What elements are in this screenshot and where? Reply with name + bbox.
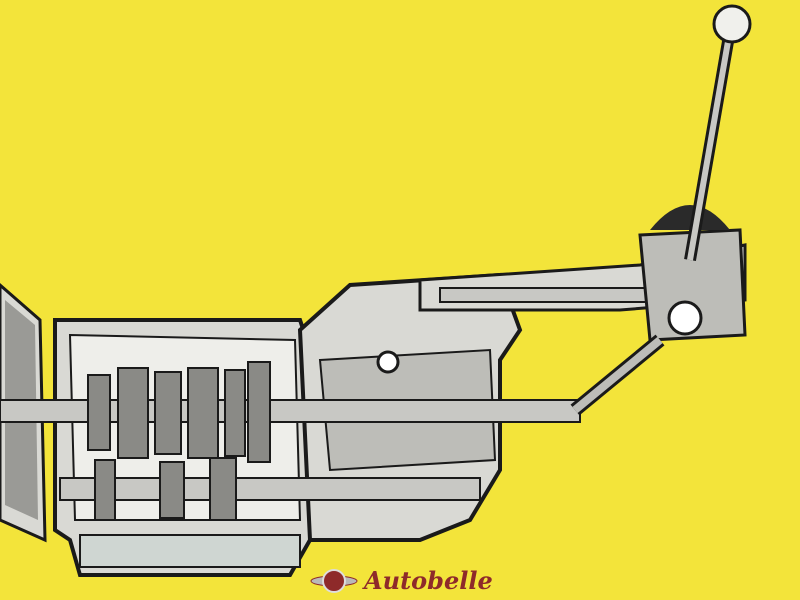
watermark-logo: Autobelle: [310, 566, 493, 595]
gear-knob: [712, 4, 752, 44]
gear-cluster: [87, 361, 271, 521]
bearing: [376, 350, 400, 374]
watermark-text: Autobelle: [364, 566, 493, 595]
autobelle-emblem-icon: [310, 568, 358, 593]
gear-lever: [418, 4, 752, 416]
layshaft: [59, 477, 481, 501]
oil-sump: [79, 534, 301, 568]
rubber-boot: [650, 205, 730, 230]
